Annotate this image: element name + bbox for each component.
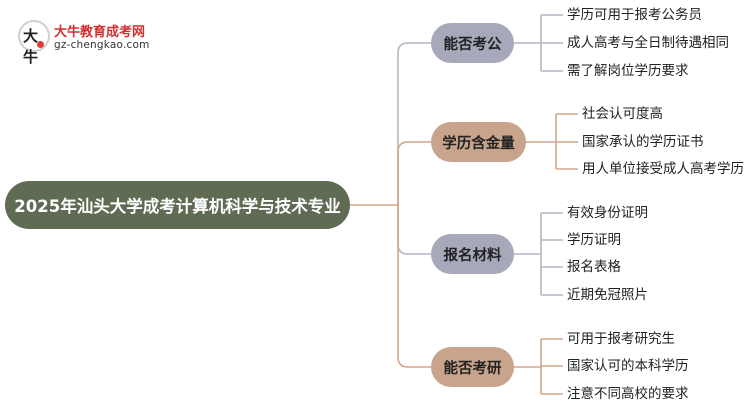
logo-mark-icon: 大牛 <box>18 20 50 66</box>
leaf-item: 注意不同高校的要求 <box>567 386 689 402</box>
leaf-item: 国家认可的本科学历 <box>567 358 689 374</box>
branch-connector <box>397 205 431 368</box>
leaf-item: 近期免冠照片 <box>567 287 648 303</box>
leaf-item: 学历证明 <box>567 232 621 248</box>
leaf-item: 报名表格 <box>567 259 621 275</box>
branch-node-postgraduate: 能否考研 <box>431 347 514 387</box>
logo-glyph: 大牛 <box>23 27 39 66</box>
brand-logo: 大牛 大牛教育成考网 gz-chengkao.com <box>18 20 168 66</box>
root-node: 2025年汕头大学成考计算机科学与技术专业 <box>5 181 350 229</box>
logo-dot <box>37 41 44 48</box>
branch-node-civil-service: 能否考公 <box>431 23 514 63</box>
leaf-item: 有效身份证明 <box>567 205 648 221</box>
leaf-item: 学历可用于报考公务员 <box>567 7 702 23</box>
branch-connector <box>397 141 431 205</box>
leaf-item: 可用于报考研究生 <box>567 331 675 347</box>
leaf-item: 用人单位接受成人高考学历 <box>582 161 744 177</box>
logo-title: 大牛教育成考网 <box>54 25 146 40</box>
leaf-item: 需了解岗位学历要求 <box>567 63 689 79</box>
branch-node-degree-value: 学历含金量 <box>431 122 526 162</box>
logo-url: gz-chengkao.com <box>54 39 150 51</box>
leaf-item: 国家承认的学历证书 <box>582 134 704 150</box>
leaf-item: 社会认可度高 <box>582 106 663 122</box>
branch-connector <box>397 205 431 255</box>
branch-connector <box>397 42 431 205</box>
branch-node-registration-materials: 报名材料 <box>431 234 514 274</box>
leaf-item: 成人高考与全日制待遇相同 <box>567 35 729 51</box>
